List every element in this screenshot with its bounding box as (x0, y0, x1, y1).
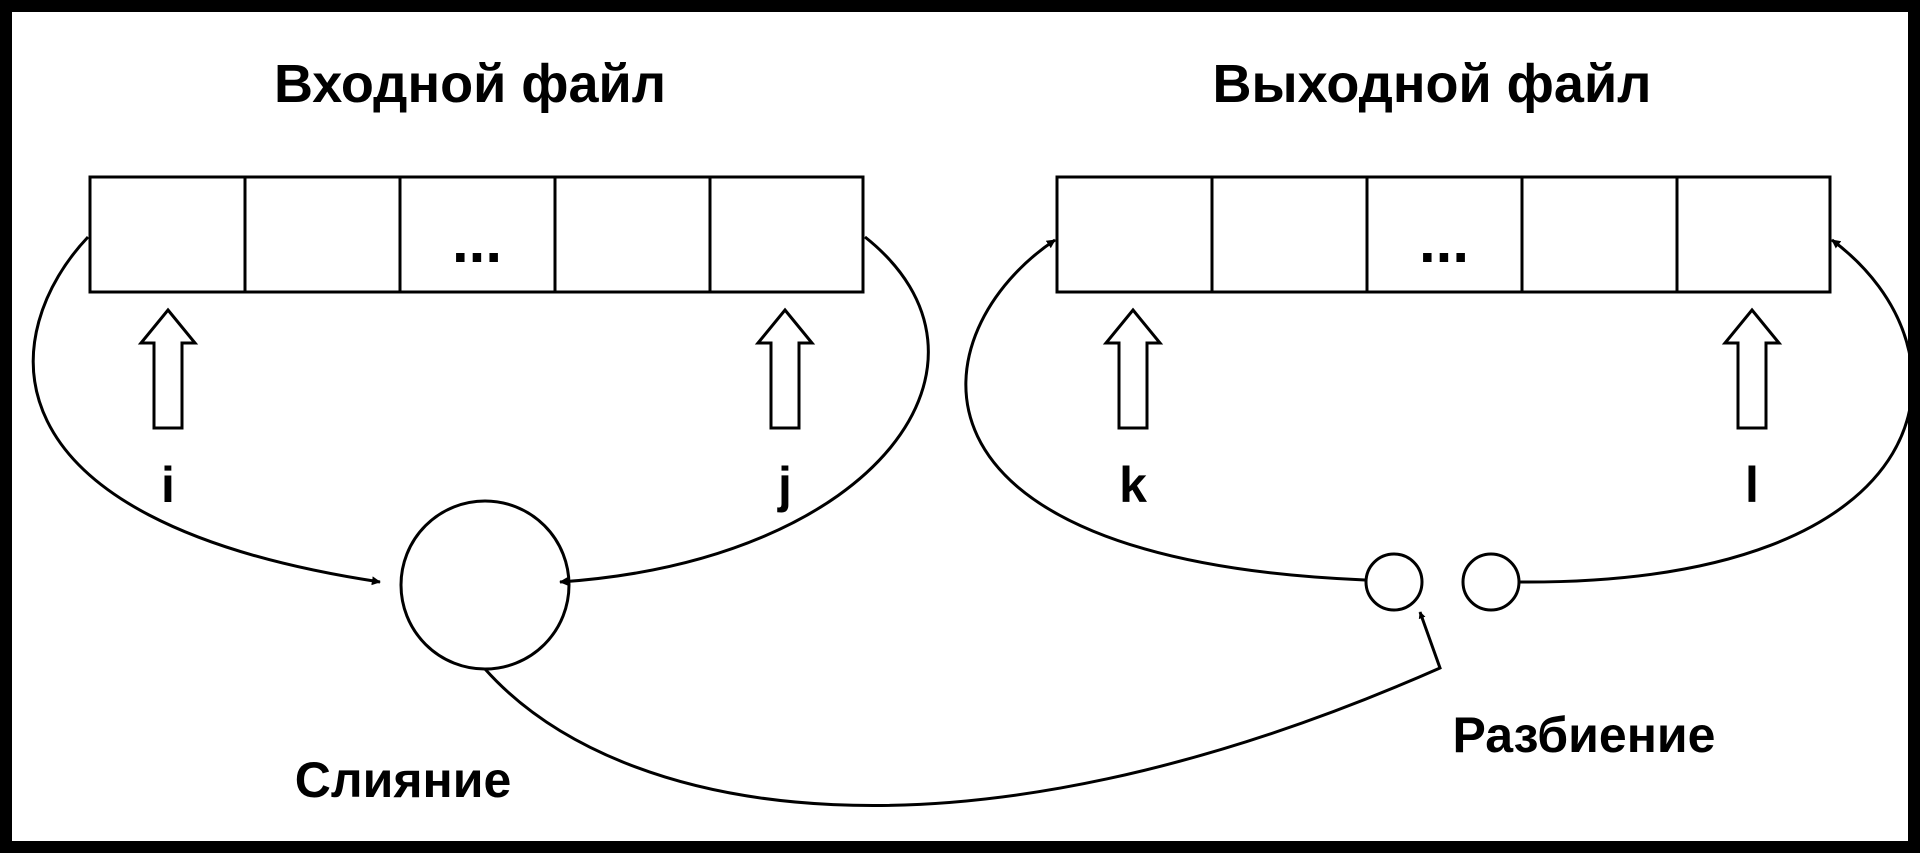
split-circle-left (1364, 552, 1424, 612)
input-right-to-merge-connector (559, 235, 930, 586)
input-cell (398, 175, 557, 294)
output-cell (1210, 175, 1369, 294)
pointer-j-arrow (754, 307, 816, 430)
input-file-cells: ... (88, 175, 865, 294)
pointer-k-arrow (1102, 307, 1164, 430)
merge-label: Слияние (295, 752, 512, 808)
input-cell-ellipsis: ... (452, 208, 502, 275)
merge-circle (399, 499, 571, 671)
output-file-cells: ... (1055, 175, 1832, 294)
output-file-title: Выходной файл (1213, 54, 1652, 114)
input-cell (243, 175, 402, 294)
pointer-l-label: l (1745, 457, 1759, 513)
output-cell-ellipsis: ... (1419, 208, 1469, 275)
merge-to-split-connector (483, 611, 1442, 807)
input-cell (708, 175, 865, 294)
split-to-output-right-connector (1518, 238, 1914, 584)
pointer-i-label: i (161, 457, 175, 513)
input-cell (88, 175, 247, 294)
split-circle-right (1461, 552, 1521, 612)
split-to-output-left-connector (964, 238, 1366, 582)
pointer-k-label: k (1119, 457, 1147, 513)
pointer-j-label: j (777, 457, 792, 513)
split-label: Разбиение (1453, 707, 1716, 763)
output-cell (1365, 175, 1524, 294)
output-cell (1055, 175, 1214, 294)
input-cell (553, 175, 712, 294)
input-left-to-merge-connector (31, 235, 381, 586)
output-cell (1520, 175, 1679, 294)
pointer-i-arrow (137, 307, 199, 430)
input-file-title: Входной файл (274, 54, 666, 114)
pointer-l-arrow (1721, 307, 1783, 430)
output-cell (1675, 175, 1832, 294)
